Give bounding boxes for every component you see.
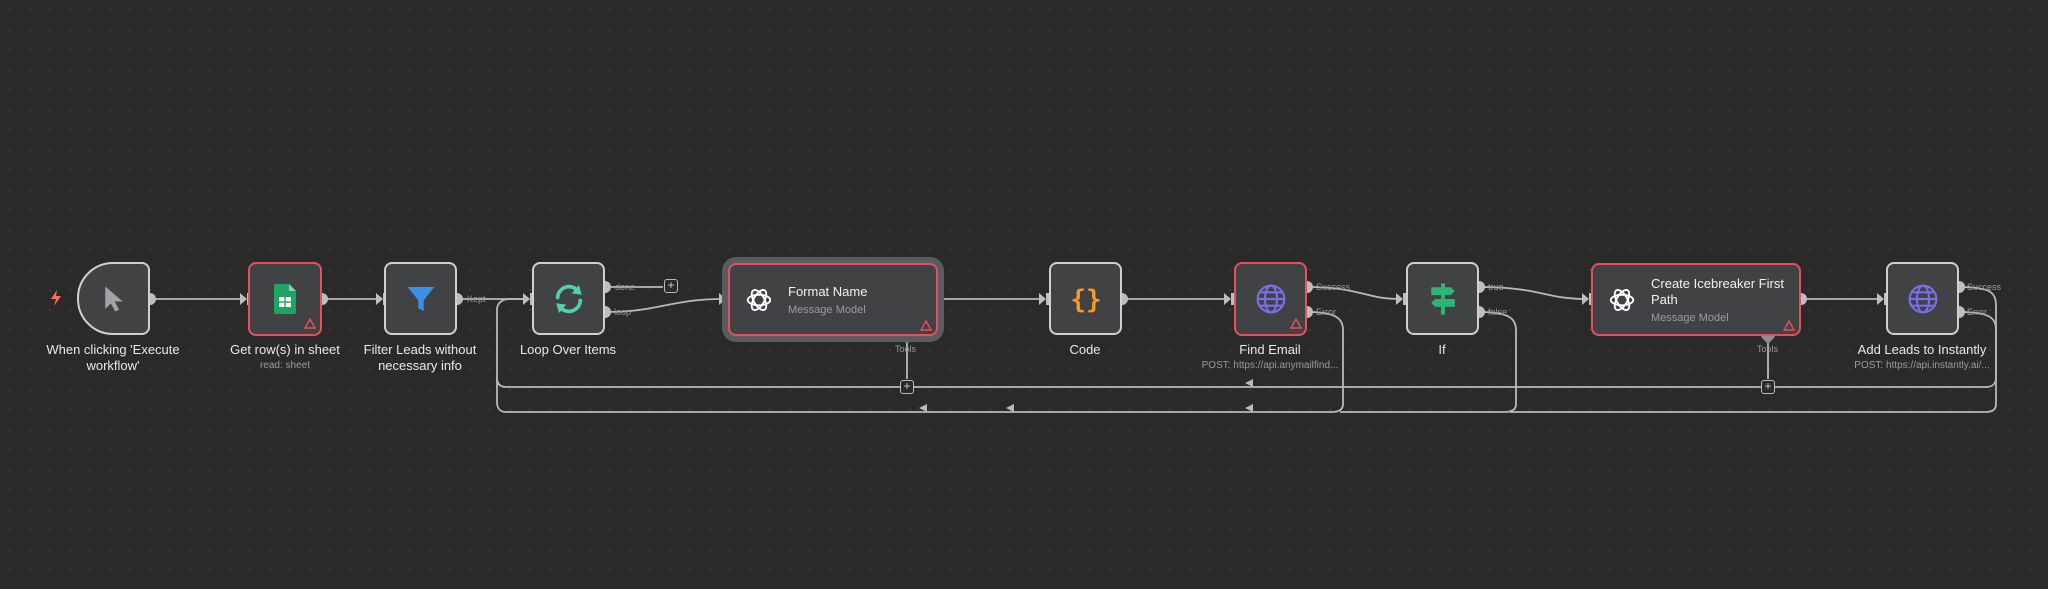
cursor-icon xyxy=(104,286,123,311)
svg-text:{}: {} xyxy=(1070,285,1101,314)
loopback-addleads-error xyxy=(1510,311,1997,413)
code-braces-icon: {} xyxy=(1070,285,1101,314)
node-title-icebreaker: Create Icebreaker First Path xyxy=(1651,275,1784,307)
node-label-get-rows: Get row(s) in sheet xyxy=(230,342,340,357)
warning-icon xyxy=(920,320,932,331)
node-manual-trigger[interactable] xyxy=(77,262,150,335)
port-label-true: true xyxy=(1488,282,1504,292)
globe-icon xyxy=(1908,284,1937,313)
google-sheets-icon xyxy=(274,284,296,314)
port-label-error: Error xyxy=(1316,307,1336,317)
loopback-if-false xyxy=(1340,311,1517,413)
loopback-findemail-error xyxy=(496,298,1344,413)
node-label-filter: Filter Leads without necessary info xyxy=(363,342,477,373)
node-title-format-name: Format Name xyxy=(788,283,868,299)
node-subtitle-add-leads: POST: https://api.instantly.ai/... xyxy=(1854,360,1990,371)
port-label-success: Success xyxy=(1316,282,1351,292)
add-tool-button[interactable]: + xyxy=(1761,380,1775,394)
add-node-button-done[interactable]: + xyxy=(664,279,678,293)
warning-icon xyxy=(304,318,316,329)
node-label-find-email: Find Email xyxy=(1239,342,1301,357)
node-label-code: Code xyxy=(1069,342,1101,357)
warning-icon xyxy=(1290,318,1302,329)
node-filter[interactable] xyxy=(384,262,457,335)
port-label-success: Success xyxy=(1967,282,2002,292)
node-label-loop: Loop Over Items xyxy=(519,342,617,357)
node-label-if: If xyxy=(1438,342,1446,357)
openai-icon xyxy=(746,288,772,311)
port-label-loop: loop xyxy=(614,307,632,317)
node-create-icebreaker[interactable]: Create Icebreaker First Path Message Mod… xyxy=(1591,263,1801,336)
warning-icon xyxy=(1783,320,1795,331)
node-subtitle-format-name: Message Model xyxy=(788,303,866,316)
node-if[interactable] xyxy=(1406,262,1479,335)
node-format-name[interactable]: Format Name Message Model xyxy=(728,263,938,336)
signpost-icon xyxy=(1430,282,1455,315)
openai-icon xyxy=(1609,288,1635,311)
port-label-tools: Tools xyxy=(895,344,917,354)
wire-findemail-if xyxy=(1306,286,1401,300)
node-label-add-leads: Add Leads to Instantly xyxy=(1857,342,1987,357)
node-subtitle-find-email: POST: https://api.anymailfind... xyxy=(1201,360,1339,371)
loopback-addleads-success xyxy=(496,286,1997,388)
node-loop[interactable] xyxy=(532,262,605,335)
node-label-trigger: When clicking 'Execute workflow' xyxy=(46,342,180,373)
wire-if-icebreaker xyxy=(1478,286,1587,300)
node-subtitle-icebreaker: Message Model xyxy=(1651,311,1729,324)
loop-icon xyxy=(555,284,582,313)
wire-loop-format xyxy=(604,298,724,313)
node-get-rows[interactable] xyxy=(248,262,322,336)
port-label-error: Error xyxy=(1967,307,1987,317)
node-add-leads[interactable] xyxy=(1886,262,1959,335)
node-subtitle-get-rows: read: sheet xyxy=(259,360,311,371)
port-label-false: false xyxy=(1488,307,1508,317)
port-label-done: done xyxy=(615,282,636,292)
node-code[interactable]: {} xyxy=(1049,262,1122,335)
port-label-tools: Tools xyxy=(1757,344,1779,354)
trigger-bolt-icon xyxy=(51,290,61,306)
globe-icon xyxy=(1256,284,1285,314)
add-tool-button[interactable]: + xyxy=(900,380,914,394)
filter-icon xyxy=(407,286,434,311)
port-label-kept: Kept xyxy=(467,294,486,304)
node-find-email[interactable] xyxy=(1234,262,1307,336)
